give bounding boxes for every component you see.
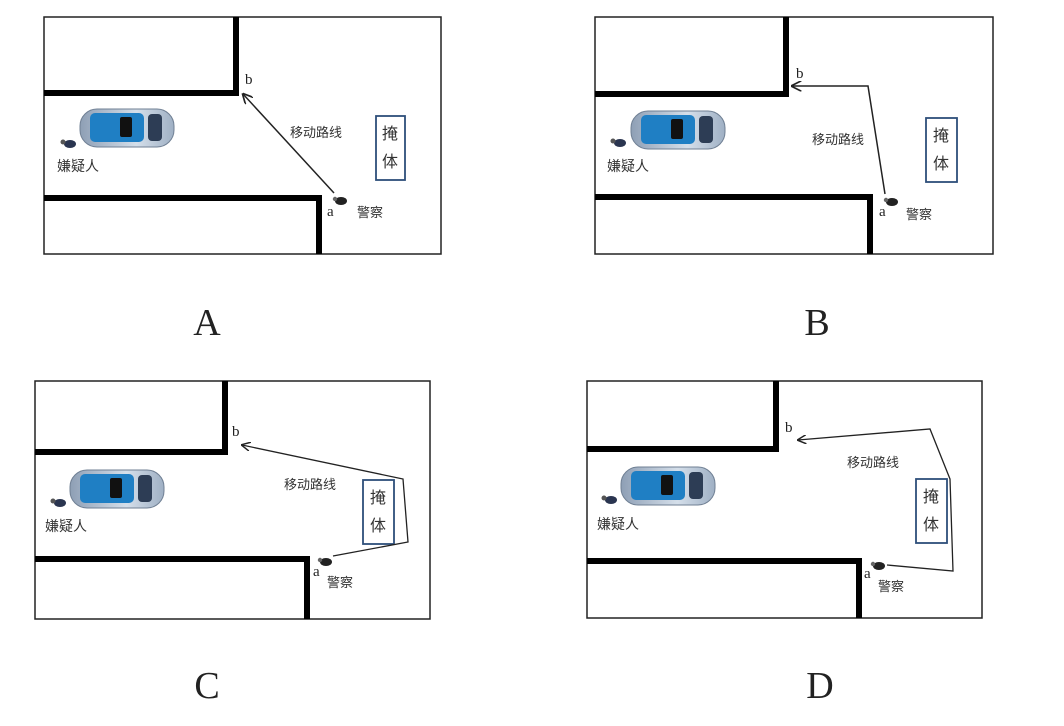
car-icon xyxy=(620,466,716,506)
route-line xyxy=(798,428,954,572)
suspect-label: 嫌疑人 xyxy=(597,517,639,533)
police-label: 警察 xyxy=(878,579,904,595)
option-letter-b: B xyxy=(804,302,829,344)
suspect-label: 嫌疑人 xyxy=(57,159,99,175)
police-label: 警察 xyxy=(906,207,932,223)
option-letter-d: D xyxy=(806,665,833,707)
route-line xyxy=(243,94,335,194)
cover-char-2: 体 xyxy=(382,152,398,171)
panel-c: 嫌疑人 掩 体 a 警察 b 移动路线 xyxy=(34,380,431,620)
police-icon xyxy=(332,196,347,205)
cover-box xyxy=(375,115,406,181)
point-a-label: a xyxy=(864,566,871,582)
cover-char-1: 掩 xyxy=(933,126,949,145)
upper-wall xyxy=(587,381,779,452)
point-b-label: b xyxy=(785,420,793,436)
suspect-icon xyxy=(50,498,66,507)
cover-char-2: 体 xyxy=(933,154,949,173)
suspect-label: 嫌疑人 xyxy=(45,519,87,535)
route-label: 移动路线 xyxy=(284,477,336,493)
route-label: 移动路线 xyxy=(847,455,899,471)
car-icon xyxy=(69,469,165,509)
suspect-label: 嫌疑人 xyxy=(607,159,649,175)
car-icon xyxy=(630,110,726,150)
police-icon xyxy=(870,561,885,570)
cover-box xyxy=(925,117,958,183)
point-b-label: b xyxy=(245,72,253,88)
panel-b: 嫌疑人 掩 体 a 警察 b 移动路线 xyxy=(594,16,994,255)
lower-wall xyxy=(587,558,862,618)
cover-char-2: 体 xyxy=(923,515,939,534)
suspect-icon xyxy=(610,138,626,147)
panel-a: 嫌疑人 掩 体 a 警察 b 移动路线 xyxy=(43,16,442,255)
lower-wall xyxy=(35,556,310,619)
option-letter-a: A xyxy=(193,302,221,344)
upper-wall xyxy=(35,381,228,455)
route-label: 移动路线 xyxy=(812,132,864,148)
suspect-icon xyxy=(601,495,617,504)
cover-char-2: 体 xyxy=(370,516,386,535)
police-icon xyxy=(317,557,332,566)
cover-char-1: 掩 xyxy=(382,124,398,143)
point-a-label: a xyxy=(879,204,886,220)
lower-wall xyxy=(595,194,873,254)
point-a-label: a xyxy=(313,564,320,580)
option-letter-c: C xyxy=(194,665,219,707)
police-icon xyxy=(883,197,898,206)
point-a-label: a xyxy=(327,204,334,220)
cover-char-1: 掩 xyxy=(370,488,386,507)
point-b-label: b xyxy=(796,66,804,82)
cover-box xyxy=(362,479,395,545)
upper-wall xyxy=(44,17,239,96)
lower-wall xyxy=(44,195,322,254)
car-icon xyxy=(79,108,175,148)
cover-box xyxy=(915,478,948,544)
panel-d: 嫌疑人 掩 体 a 警察 b 移动路线 xyxy=(586,380,983,619)
police-label: 警察 xyxy=(357,205,383,221)
upper-wall xyxy=(595,17,789,97)
route-line xyxy=(242,445,409,557)
route-label: 移动路线 xyxy=(290,125,342,141)
suspect-icon xyxy=(60,139,76,148)
point-b-label: b xyxy=(232,424,240,440)
route-line xyxy=(792,86,886,195)
police-label: 警察 xyxy=(327,575,353,591)
cover-char-1: 掩 xyxy=(923,487,939,506)
